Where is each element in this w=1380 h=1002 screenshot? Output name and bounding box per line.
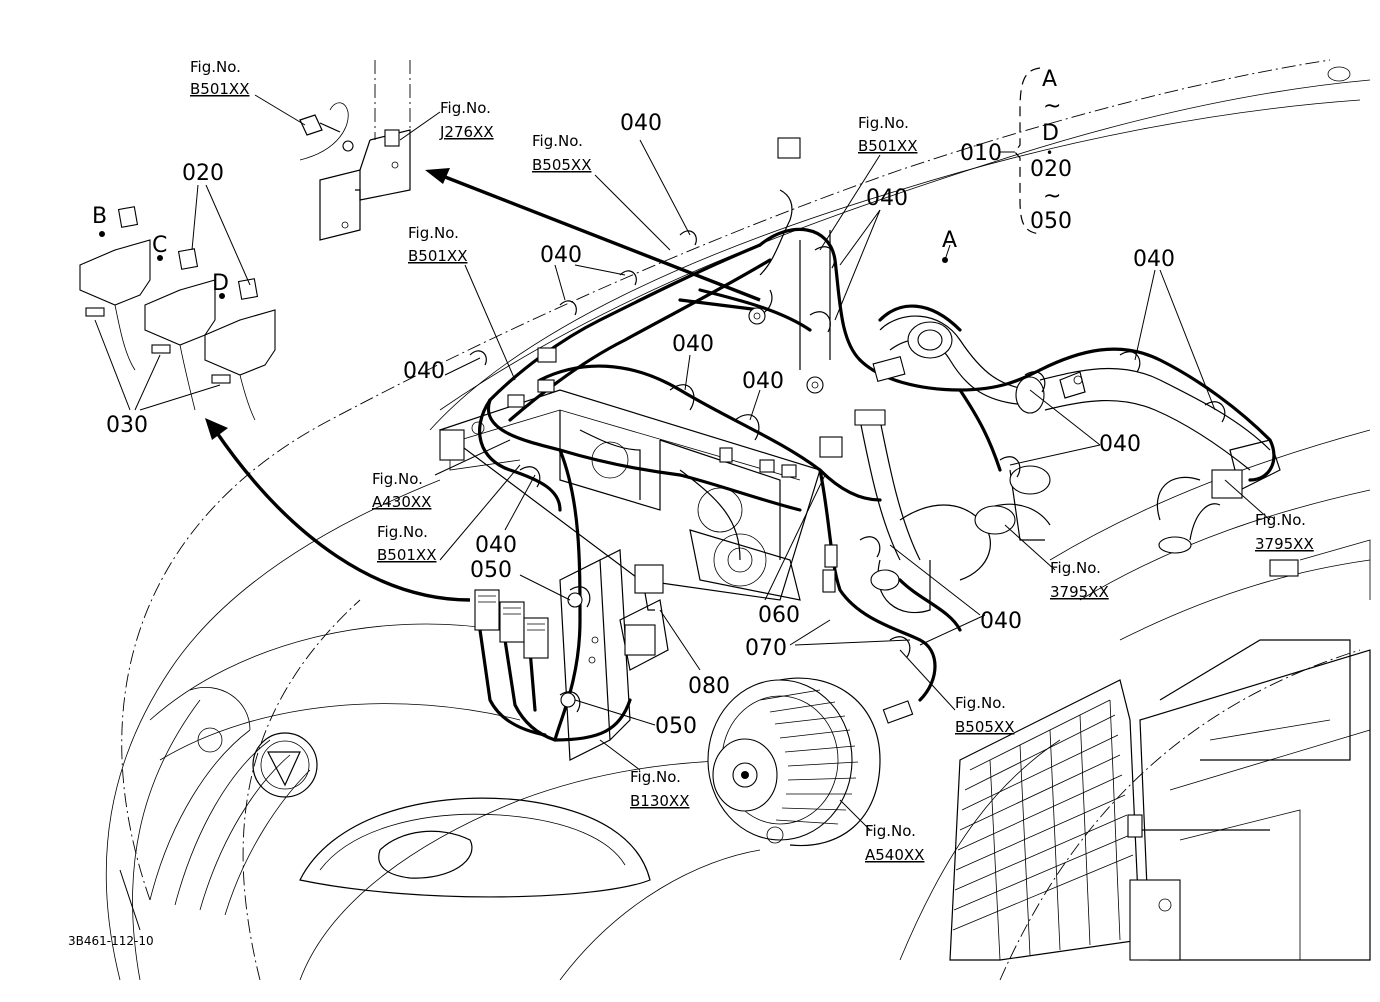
range-020: 020 bbox=[1030, 157, 1072, 182]
fig-label-b501-lowerleft: B501XX bbox=[377, 546, 436, 564]
part-020: 020 bbox=[182, 161, 224, 186]
fuse-holders bbox=[79, 206, 276, 421]
range-tilde-2: ~ bbox=[1043, 184, 1061, 209]
fig-label-j276-prefix: Fig.No. bbox=[440, 99, 491, 117]
fig-label-b501-topright: B501XX bbox=[858, 137, 917, 155]
fig-label-3795-right: 3795XX bbox=[1255, 535, 1314, 553]
fig-label-a430-prefix: Fig.No. bbox=[372, 470, 423, 488]
fig-label-b505-top-prefix: Fig.No. bbox=[532, 132, 583, 150]
part-050-upper: 050 bbox=[470, 558, 512, 583]
part-080: 080 bbox=[688, 674, 730, 699]
part-040-top: 040 bbox=[620, 111, 662, 136]
part-010: 010 bbox=[960, 141, 1002, 166]
leader-lines bbox=[94, 67, 1271, 931]
letter-b: B bbox=[92, 204, 107, 229]
callout-dots bbox=[99, 231, 948, 299]
part-040-lowerleft: 040 bbox=[475, 533, 517, 558]
part-040-left: 040 bbox=[403, 359, 445, 384]
range-tilde-1: ~ bbox=[1043, 94, 1061, 119]
range-d: D bbox=[1042, 121, 1059, 146]
fig-label-b505-bottom: B505XX bbox=[955, 718, 1014, 736]
harness-clamps bbox=[469, 137, 1226, 713]
radiator-grille bbox=[949, 539, 1371, 961]
corner-oval bbox=[1327, 66, 1351, 82]
fig-label-b501-topleft-prefix: Fig.No. bbox=[190, 58, 241, 76]
part-040-left-mid: 040 bbox=[540, 243, 582, 268]
fig-label-b130-prefix: Fig.No. bbox=[630, 768, 681, 786]
part-040-centre2: 040 bbox=[742, 369, 784, 394]
drawing-code: 3B461-112-10 bbox=[68, 934, 154, 948]
fig-label-b505-top: B505XX bbox=[532, 156, 591, 174]
direction-arrows bbox=[205, 168, 761, 602]
part-040-bottom: 040 bbox=[980, 609, 1022, 634]
part-050-lower: 050 bbox=[655, 714, 697, 739]
range-050: 050 bbox=[1030, 209, 1072, 234]
fig-label-b501-lowerleft-prefix: Fig.No. bbox=[377, 523, 428, 541]
fig-label-a540: A540XX bbox=[865, 846, 924, 864]
fig-label-a540-prefix: Fig.No. bbox=[865, 822, 916, 840]
fig-label-3795-right-prefix: Fig.No. bbox=[1255, 511, 1306, 529]
part-060: 060 bbox=[758, 603, 800, 628]
range-a: A bbox=[1042, 67, 1057, 92]
part-040-right: 040 bbox=[1133, 247, 1175, 272]
letter-d: D bbox=[212, 271, 229, 296]
fig-label-b501-topright-prefix: Fig.No. bbox=[858, 114, 909, 132]
range-dot: • bbox=[1046, 146, 1053, 160]
letter-c: C bbox=[152, 233, 167, 258]
part-040-centre: 040 bbox=[672, 332, 714, 357]
mounting-bracket bbox=[299, 60, 411, 241]
fig-label-b501-topleft: B501XX bbox=[190, 80, 249, 98]
part-040-right-lower: 040 bbox=[1099, 432, 1141, 457]
tractor-body-outline bbox=[105, 59, 1371, 981]
relay-panel bbox=[474, 549, 669, 761]
fig-label-j276: J276XX bbox=[439, 123, 494, 141]
labels: Fig.No. B501XX Fig.No. J276XX Fig.No. B5… bbox=[68, 58, 1314, 948]
part-070: 070 bbox=[745, 636, 787, 661]
fig-label-b501-left: B501XX bbox=[408, 247, 467, 265]
fig-label-b501-left-prefix: Fig.No. bbox=[408, 224, 459, 242]
fig-label-b505-bottom-prefix: Fig.No. bbox=[955, 694, 1006, 712]
fig-label-b130: B130XX bbox=[630, 792, 689, 810]
fig-label-3795-mid-prefix: Fig.No. bbox=[1050, 559, 1101, 577]
part-030: 030 bbox=[106, 413, 148, 438]
engine-manifold bbox=[438, 230, 1281, 614]
alternator bbox=[707, 677, 914, 847]
part-040-topright: 040 bbox=[866, 186, 908, 211]
fig-label-a430: A430XX bbox=[372, 493, 431, 511]
letter-a-main: A bbox=[942, 228, 957, 253]
fig-label-3795-mid: 3795XX bbox=[1050, 583, 1109, 601]
